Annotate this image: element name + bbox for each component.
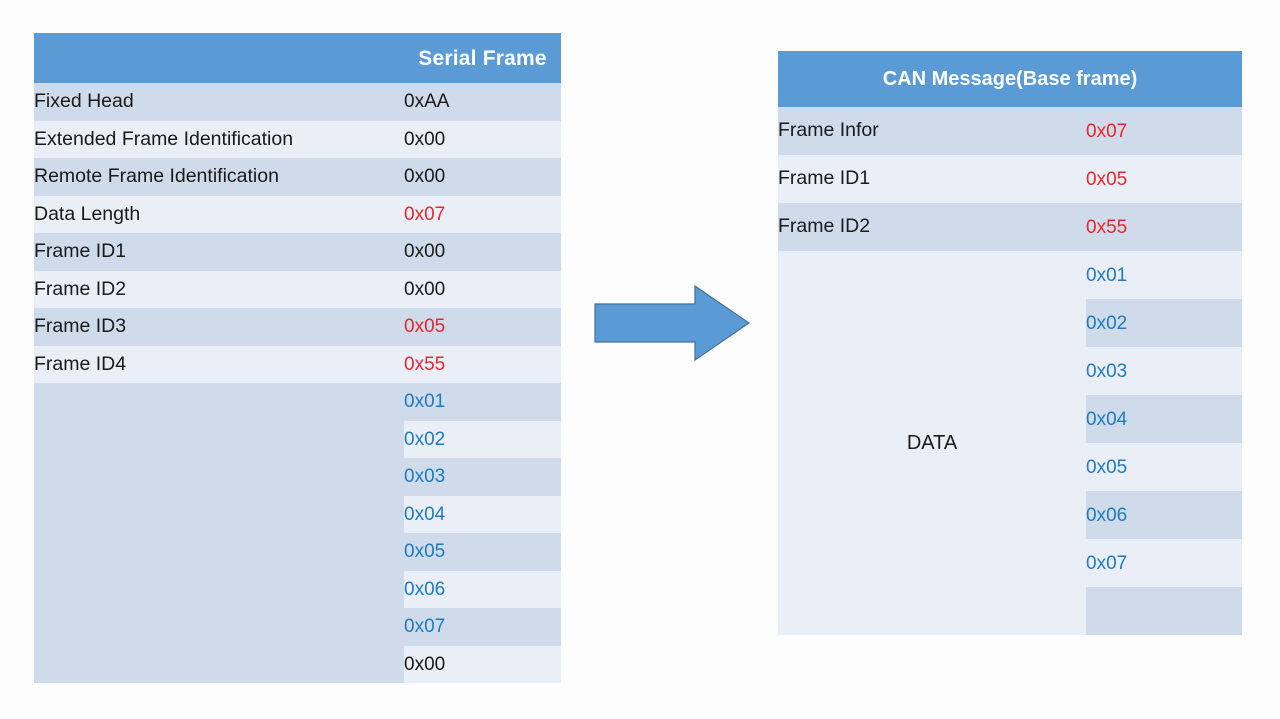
row-value-extended-frame-identification: 0x00 [404,128,446,150]
row-label-remote-frame-identification: Remote Frame Identification [34,165,279,187]
right-arrow-icon [594,284,750,362]
table-row: 0x07 [778,539,1243,587]
data-value-3: 0x04 [404,495,561,533]
table-row: 0x06 [778,491,1243,539]
row-label-extended-frame-identification: Extended Frame Identification [34,127,294,150]
can-message-table: CAN Message(Base frame) Frame Infor 0x07… [778,51,1243,635]
table-row: Frame ID1 0x05 [778,155,1243,203]
data-value-5: 0x06 [404,570,561,608]
row-value-remote-frame-identification: 0x00 [404,166,446,188]
table-row: Frame ID2 0x00 [34,270,561,308]
data-value-7: 0x00 [404,645,561,683]
can-data-value-0: 0x01 [1086,251,1243,299]
can-data-value-4: 0x05 [1086,443,1243,491]
table-row: 0x03 [34,458,561,496]
table-row: 0x01 [34,383,561,683]
table-row: Frame ID2 0x55 [778,203,1243,251]
can-data-label-cell: DATA [778,251,1086,635]
data-value-6: 0x07 [404,608,561,646]
can-data-value-7 [1086,587,1243,635]
table-row: Remote Frame Identification 0x00 [34,158,561,196]
table-row: 0x07 [34,608,561,646]
table-header-row: Serial Frame [34,33,561,83]
can-data-value-3: 0x04 [1086,395,1243,443]
table-row: 0x05 [34,533,561,571]
row-value-frame-id2: 0x00 [404,278,446,300]
can-row-value-frame-id1: 0x05 [1086,168,1128,190]
row-value-frame-id4: 0x55 [404,353,446,375]
row-value-fixed-head: 0xAA [404,91,450,113]
can-data-value-1: 0x02 [1086,299,1243,347]
table-row: Fixed Head 0xAA [34,83,561,121]
table-row: 0x02 [778,299,1243,347]
can-data-value-2: 0x03 [1086,347,1243,395]
can-row-value-frame-infor: 0x07 [1086,120,1128,142]
serial-frame-table: Serial Frame Fixed Head 0xAA Extended Fr… [34,33,561,683]
table-row: 0x03 [778,347,1243,395]
can-row-value-frame-id2: 0x55 [1086,216,1128,238]
data-value-0: 0x01 [404,383,561,421]
table-row: Extended Frame Identification 0x00 [34,120,561,158]
serial-header-blank [34,33,404,83]
row-label-data-length: Data Length [34,202,141,225]
table-row: Frame ID3 0x05 [34,308,561,346]
row-label-frame-id2: Frame ID2 [34,277,127,300]
table-header-row: CAN Message(Base frame) [778,51,1243,107]
table-row: Frame ID4 0x55 [34,345,561,383]
table-row: 0x06 [34,570,561,608]
data-value-2: 0x03 [404,458,561,496]
table-row: DATA 0x01 [778,251,1243,635]
table-row: Frame ID1 0x00 [34,233,561,271]
can-row-label-frame-id1: Frame ID1 [778,167,871,190]
table-row: Frame Infor 0x07 [778,107,1243,155]
table-row: 0x00 [34,645,561,683]
can-row-label-frame-infor: Frame Infor [778,119,879,142]
serial-header-title: Serial Frame [404,33,561,83]
can-data-value-5: 0x06 [1086,491,1243,539]
row-label-frame-id3: Frame ID3 [34,315,127,337]
row-label-frame-id1: Frame ID1 [34,240,127,262]
table-row: 0x05 [778,443,1243,491]
table-row: 0x04 [778,395,1243,443]
can-row-label-frame-id2: Frame ID2 [778,215,871,238]
row-value-frame-id3: 0x05 [404,316,446,338]
can-header-title: CAN Message(Base frame) [778,51,1243,107]
row-value-data-length: 0x07 [404,203,446,225]
can-data-value-6: 0x07 [1086,539,1243,587]
data-value-1: 0x02 [404,420,561,458]
data-value-4: 0x05 [404,533,561,571]
row-label-fixed-head: Fixed Head [34,90,134,112]
serial-data-merged-cell [34,383,404,683]
row-value-frame-id1: 0x00 [404,241,446,263]
table-row: Data Length 0x07 [34,195,561,233]
table-row [778,587,1243,635]
table-row: 0x04 [34,495,561,533]
row-label-frame-id4: Frame ID4 [34,352,127,375]
table-row: 0x02 [34,420,561,458]
